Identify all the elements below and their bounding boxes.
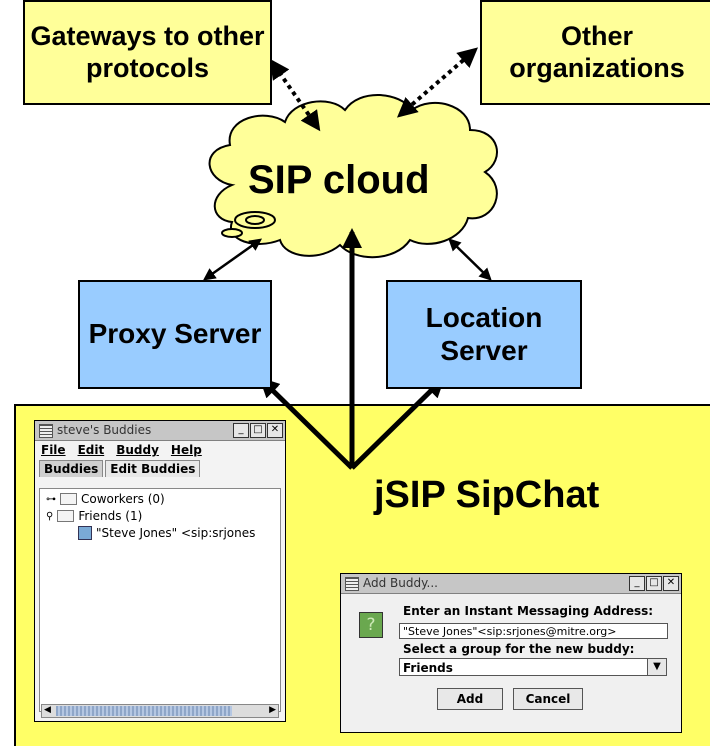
gateways-box: Gateways to other protocols — [23, 0, 272, 105]
question-icon: ? — [359, 612, 383, 638]
address-input[interactable]: "Steve Jones"<sip:srjones@mitre.org> — [399, 623, 668, 639]
location-server-box: Location Server — [386, 280, 582, 389]
chevron-down-icon[interactable]: ▼ — [647, 659, 666, 675]
buddies-window-title: steve's Buddies — [57, 423, 152, 437]
close-icon[interactable]: ✕ — [267, 423, 283, 438]
minimize-icon[interactable]: _ — [629, 576, 645, 591]
arrow-sipchat-location — [350, 377, 445, 470]
close-icon[interactable]: ✕ — [663, 576, 679, 591]
tab-buddies[interactable]: Buddies — [39, 460, 104, 477]
tree-item-label: "Steve Jones" <sip:srjones — [96, 526, 256, 540]
menu-help[interactable]: Help — [170, 443, 202, 457]
proxy-server-box: Proxy Server — [78, 280, 272, 389]
group-select[interactable]: Friends ▼ — [399, 658, 667, 676]
buddies-window: steve's Buddies _ □ ✕ File Edit Buddy He… — [34, 420, 286, 722]
menu-buddy[interactable]: Buddy — [116, 443, 159, 457]
folder-icon — [57, 510, 75, 522]
group-select-value: Friends — [403, 661, 453, 675]
menu-edit[interactable]: Edit — [77, 443, 105, 457]
sip-cloud-label: SIP cloud — [248, 158, 430, 202]
minimize-icon[interactable]: _ — [233, 423, 249, 438]
arrow-sipchat-proxy — [259, 377, 354, 470]
scroll-left-icon[interactable]: ◀ — [44, 705, 51, 715]
scrollbar-thumb[interactable] — [56, 706, 232, 716]
connector-cloud-proxy — [202, 238, 263, 281]
add-button[interactable]: Add — [437, 688, 503, 710]
dotted-connector-other-orgs — [396, 47, 479, 118]
cancel-button[interactable]: Cancel — [513, 688, 583, 710]
buddies-titlebar[interactable]: steve's Buddies _ □ ✕ — [35, 421, 285, 441]
buddy-tree: ⊶ Coworkers (0) ⚲ Friends (1) "Steve Jon… — [39, 488, 281, 712]
maximize-icon[interactable]: □ — [646, 576, 662, 591]
buddies-tabs: Buddies Edit Buddies — [35, 460, 285, 477]
group-prompt: Select a group for the new buddy: — [403, 642, 635, 656]
window-menu-icon[interactable] — [345, 577, 359, 591]
tree-item-buddy[interactable]: "Steve Jones" <sip:srjones — [78, 526, 255, 540]
person-icon — [78, 526, 92, 540]
tab-edit-buddies[interactable]: Edit Buddies — [105, 460, 201, 477]
tree-item-label: Friends (1) — [78, 509, 143, 523]
add-buddy-titlebar[interactable]: Add Buddy... _ □ ✕ — [341, 574, 681, 594]
tree-item-label: Coworkers (0) — [81, 492, 165, 506]
window-menu-icon[interactable] — [39, 424, 53, 438]
menu-file[interactable]: File — [41, 443, 66, 457]
buddies-menubar: File Edit Buddy Help — [35, 441, 285, 459]
collapsed-toggle-icon[interactable]: ⊶ — [46, 493, 56, 505]
other-organizations-box: Other organizations — [480, 0, 710, 105]
connector-cloud-location — [448, 238, 492, 281]
tree-item-friends[interactable]: ⚲ Friends (1) — [46, 509, 142, 523]
folder-icon — [60, 493, 77, 505]
horizontal-scrollbar[interactable]: ◀ ▶ — [41, 704, 279, 718]
expanded-toggle-icon[interactable]: ⚲ — [46, 510, 54, 522]
address-prompt: Enter an Instant Messaging Address: — [403, 604, 654, 618]
tree-item-coworkers[interactable]: ⊶ Coworkers (0) — [46, 492, 165, 506]
scroll-right-icon[interactable]: ▶ — [269, 705, 276, 715]
sipchat-title: jSIP SipChat — [374, 474, 600, 516]
add-buddy-dialog: Add Buddy... _ □ ✕ ? Enter an Instant Me… — [340, 573, 682, 733]
add-buddy-title: Add Buddy... — [363, 576, 438, 590]
maximize-icon[interactable]: □ — [250, 423, 266, 438]
dotted-connector-gateways — [269, 58, 321, 132]
